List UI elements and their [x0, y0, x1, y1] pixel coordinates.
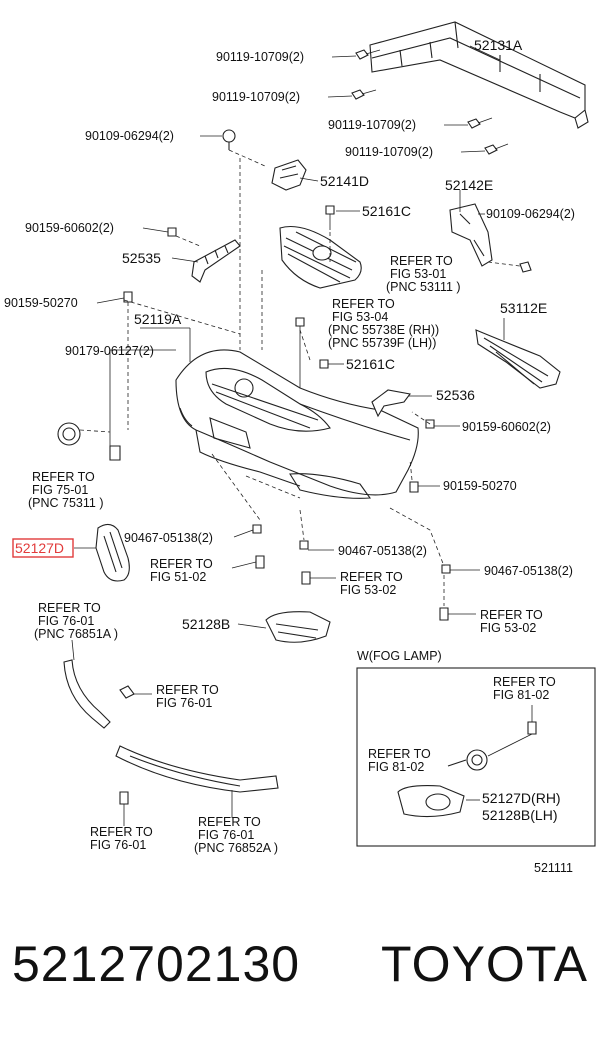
svg-text:FIG 53-04: FIG 53-04 [332, 310, 388, 324]
bumper-reinforcement-drawing [369, 21, 589, 129]
svg-text:FIG 81-02: FIG 81-02 [493, 688, 549, 702]
part-label: 52161C [346, 356, 395, 372]
highlighted-part-label[interactable]: 52127D [15, 540, 64, 556]
inset-title: W(FOG LAMP) [357, 649, 442, 663]
svg-text:FIG 75-01: FIG 75-01 [32, 483, 88, 497]
svg-text:REFER TO: REFER TO [150, 557, 213, 571]
bracket-52141d-drawing [271, 159, 307, 191]
bolt-drawings [351, 49, 509, 155]
refer-note-53-02-a: REFER TO FIG 53-02 [340, 570, 403, 597]
part-label: 52536 [436, 387, 475, 403]
svg-text:REFER TO: REFER TO [90, 825, 153, 839]
svg-text:REFER TO: REFER TO [493, 675, 556, 689]
fog-cover-52128b-drawing [265, 611, 331, 643]
part-label: 52142E [445, 177, 493, 193]
radiator-grille-drawing [279, 225, 362, 289]
lower-grille-53112e-drawing [475, 329, 561, 389]
highlight-box [12, 538, 74, 558]
footer: 5212702130 TOYOTA [0, 935, 600, 1015]
refer-note-76-01-b: REFER TO FIG 76-01 [156, 683, 219, 710]
part-label: 52535 [122, 250, 161, 266]
part-label: 90119-10709(2) [328, 118, 416, 132]
svg-text:(PNC 55739F (LH)): (PNC 55739F (LH)) [328, 336, 436, 350]
svg-text:(PNC 76852A ): (PNC 76852A ) [194, 841, 278, 855]
refer-note-81-02-b: REFER TO FIG 81-02 [368, 747, 431, 774]
fog-lamp-inset [356, 667, 596, 847]
part-label: 521111 [534, 861, 573, 875]
brand-name: TOYOTA [381, 936, 588, 992]
part-number: 5212702130 [12, 936, 301, 992]
part-label: 90467-05138(2) [338, 544, 427, 558]
svg-text:REFER TO: REFER TO [368, 747, 431, 761]
part-label: 52161C [362, 203, 411, 219]
part-label: 90179-06127(2) [65, 344, 154, 358]
svg-text:FIG 76-01: FIG 76-01 [38, 614, 94, 628]
part-label: 90159-60602(2) [25, 221, 114, 235]
refer-note-53-04: REFER TO FIG 53-04 (PNC 55738E (RH)) (PN… [328, 297, 439, 350]
side-retainer-52536-drawing [371, 389, 411, 418]
leader-lines [71, 45, 505, 826]
svg-text:FIG 76-01: FIG 76-01 [198, 828, 254, 842]
refer-note-75-01: REFER TO FIG 75-01 (PNC 75311 ) [28, 470, 104, 510]
bracket-52142e-drawing [449, 203, 493, 267]
part-label: 90109-06294(2) [85, 129, 174, 143]
svg-text:REFER TO: REFER TO [480, 608, 543, 622]
refer-note-53-02-b: REFER TO FIG 53-02 [480, 608, 543, 635]
part-label: 90119-10709(2) [345, 145, 433, 159]
part-label: 90159-50270 [4, 296, 78, 310]
parts-diagram: 90119-10709(2) 90119-10709(2) 90119-1070… [4, 21, 596, 875]
svg-text:REFER TO: REFER TO [156, 683, 219, 697]
svg-text:REFER TO: REFER TO [340, 570, 403, 584]
part-label: 90467-05138(2) [124, 531, 213, 545]
svg-text:(PNC 55738E (RH)): (PNC 55738E (RH)) [328, 323, 439, 337]
part-label: 52141D [320, 173, 369, 189]
refer-note-76-01-d: REFER TO FIG 76-01 (PNC 76852A ) [194, 815, 278, 855]
part-label: 90159-60602(2) [462, 420, 551, 434]
svg-text:FIG 51-02: FIG 51-02 [150, 570, 206, 584]
part-label: 90159-50270 [443, 479, 517, 493]
part-label: 52128B [182, 616, 230, 632]
part-label: 90467-05138(2) [484, 564, 573, 578]
part-label: 53112E [500, 300, 547, 316]
svg-text:FIG 76-01: FIG 76-01 [156, 696, 212, 710]
svg-text:FIG 53-02: FIG 53-02 [340, 583, 396, 597]
svg-text:REFER TO: REFER TO [32, 470, 95, 484]
svg-text:FIG 81-02: FIG 81-02 [368, 760, 424, 774]
upper-molding-drawing [63, 659, 111, 729]
assembly-dashed-lines [79, 149, 521, 606]
refer-note-53-01: REFER TO FIG 53-01 (PNC 53111 ) [386, 254, 461, 294]
svg-text:(PNC 75311 ): (PNC 75311 ) [28, 496, 104, 510]
refer-note-51-02: REFER TO FIG 51-02 [150, 557, 213, 584]
part-label: 52127D(RH) [482, 790, 561, 806]
bezel-52127d-drawing [95, 523, 130, 582]
svg-text:(PNC 76851A ): (PNC 76851A ) [34, 627, 118, 641]
part-label: 52119A [134, 311, 182, 327]
svg-text:REFER TO: REFER TO [390, 254, 453, 268]
refer-note-76-01-c: REFER TO FIG 76-01 [90, 825, 153, 852]
svg-text:REFER TO: REFER TO [38, 601, 101, 615]
side-retainer-52535-drawing [191, 239, 241, 283]
svg-text:REFER TO: REFER TO [198, 815, 261, 829]
lower-molding-drawing [115, 745, 279, 793]
part-label: 90119-10709(2) [212, 90, 300, 104]
refer-note-76-01-a: REFER TO FIG 76-01 (PNC 76851A ) [34, 601, 118, 641]
part-label: 90119-10709(2) [216, 50, 304, 64]
svg-text:REFER TO: REFER TO [332, 297, 395, 311]
part-label: 52128B(LH) [482, 807, 558, 823]
refer-note-81-02-a: REFER TO FIG 81-02 [493, 675, 556, 702]
part-label: 52131A [474, 37, 523, 53]
svg-text:(PNC 53111 ): (PNC 53111 ) [386, 280, 461, 294]
svg-text:FIG 76-01: FIG 76-01 [90, 838, 146, 852]
bumper-cover-drawing [175, 349, 419, 499]
part-label: 90109-06294(2) [486, 207, 575, 221]
svg-text:FIG 53-01: FIG 53-01 [390, 267, 446, 281]
svg-text:FIG 53-02: FIG 53-02 [480, 621, 536, 635]
